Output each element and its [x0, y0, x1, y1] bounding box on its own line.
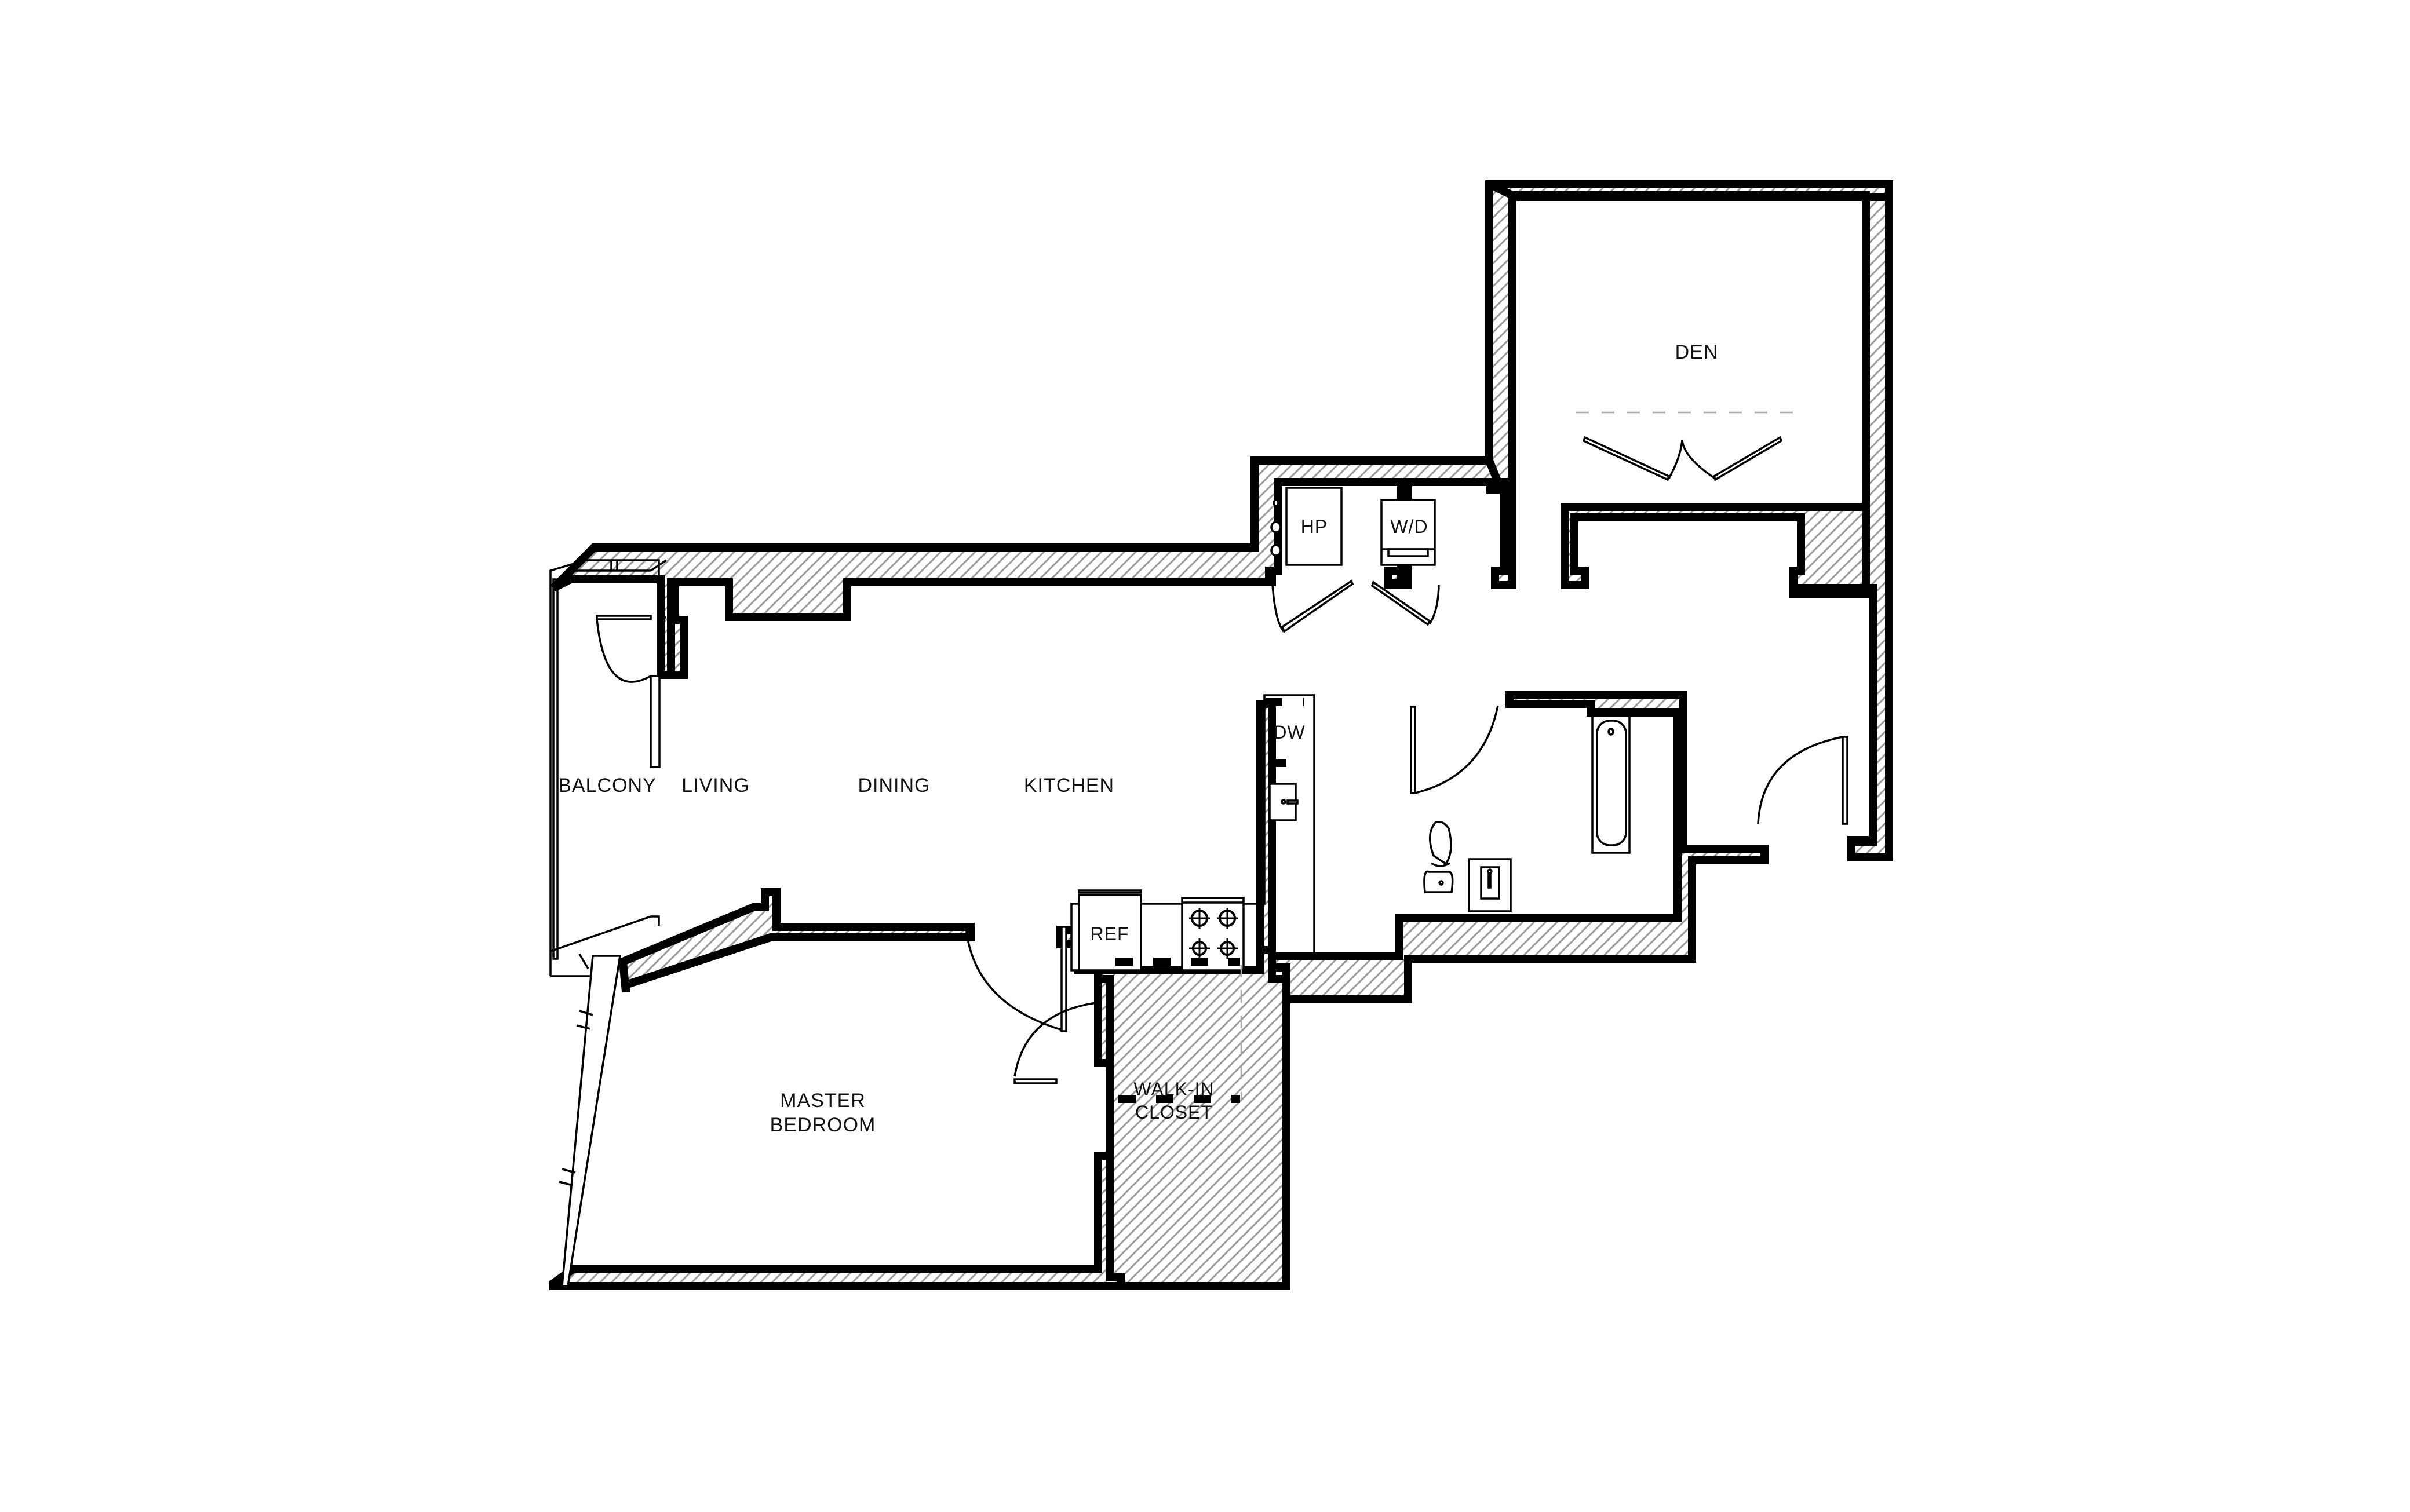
heat-pump-unit [1285, 487, 1343, 566]
bedroom-door-panel[interactable] [1060, 926, 1067, 1032]
pipe-icon [1273, 499, 1279, 507]
washer-dryer-tray [1387, 548, 1429, 557]
bathroom-door-swing [1414, 705, 1499, 794]
room-label-walk-in-1: WALK-IN [1133, 1079, 1214, 1100]
bedroom-window-mullion [562, 1168, 576, 1174]
toilet [1423, 821, 1454, 893]
dishwasher: DW [1265, 698, 1305, 767]
den-closet-door-left[interactable] [1582, 436, 1671, 481]
bathroom-door-panel[interactable] [1410, 706, 1416, 794]
washer-dryer: W/D [1370, 499, 1440, 626]
utility-closets: HP W/D [1270, 487, 1440, 633]
wall-den-west [1485, 180, 1516, 589]
balcony-corner-ne [650, 559, 667, 572]
wd-door-swing [1428, 585, 1440, 624]
hp-door-swing [1271, 583, 1285, 633]
dishwasher-label: DW [1273, 722, 1305, 743]
master-bedroom: MASTER BEDROOM [559, 955, 876, 1287]
living-area: LIVING DINING KITCHEN [681, 775, 1114, 797]
burner-icon [1189, 908, 1210, 929]
bathroom [1410, 705, 1631, 912]
room-label-dining: DINING [858, 775, 931, 797]
refrigerator-side-panel [1070, 903, 1080, 972]
balcony-mullion-3 [578, 954, 589, 969]
pipe-icon [1270, 544, 1282, 557]
den-closet-door-swing [1668, 440, 1716, 480]
kitchen-faucet-icon [1286, 799, 1299, 805]
entry-door-panel[interactable] [1842, 736, 1848, 825]
pipe-icon [1270, 521, 1282, 534]
wall-den-closet [1561, 503, 1870, 592]
heat-pump-label: HP [1301, 516, 1328, 537]
wall-bath-north [1256, 691, 1769, 1003]
bedroom-window-mullion [576, 1024, 590, 1030]
balcony-window-east [650, 675, 661, 768]
tub-drain-icon [1607, 728, 1614, 736]
balcony: BALCONY [549, 559, 667, 977]
room-label-balcony: BALCONY [558, 775, 657, 797]
wall-bedroom-south [549, 1152, 1125, 1290]
walk-in-closet: WALK-IN CLOSET [1013, 958, 1242, 1123]
wd-door-panel[interactable] [1370, 580, 1431, 626]
bedroom-door [965, 926, 1067, 1032]
wall-den-north [1487, 180, 1893, 201]
entry-door-swing [1757, 736, 1843, 824]
room-label-den: DEN [1675, 341, 1719, 363]
room-label-walk-in-2: CLOSET [1135, 1102, 1213, 1123]
den: DEN [1576, 341, 1793, 481]
hp-door-panel[interactable] [1281, 579, 1354, 633]
heat-pump: HP [1270, 487, 1354, 633]
room-label-master-1: MASTER [780, 1090, 866, 1112]
bedroom-door-swing [965, 926, 1067, 1032]
refrigerator-door [1078, 889, 1142, 894]
kitchen-sink [1268, 783, 1299, 821]
closet-door-swing [1013, 1001, 1102, 1077]
room-label-living: LIVING [681, 775, 749, 797]
balcony-door-panel[interactable] [596, 615, 652, 620]
toilet-tank [1429, 821, 1452, 865]
kitchen-sink-drain-icon [1281, 799, 1286, 805]
bathroom-vanity [1468, 858, 1512, 912]
burner-icon [1217, 908, 1238, 929]
toilet-bowl [1423, 870, 1454, 893]
burner-icon [1217, 938, 1238, 959]
wall-bedroom-north [618, 888, 975, 992]
burner-icon [1189, 938, 1210, 959]
entry-door [1757, 736, 1848, 825]
wall-north-living-band [550, 456, 1502, 679]
toilet-drain-icon [1438, 880, 1444, 886]
bedroom-window-mullion [559, 1181, 573, 1186]
vanity-faucet-icon [1487, 872, 1492, 889]
den-closet-door-right[interactable] [1712, 436, 1783, 481]
wall-closet-west [1094, 975, 1114, 1067]
room-label-master-2: BEDROOM [770, 1114, 876, 1136]
balcony-rail-west [552, 578, 559, 960]
refrigerator-label: REF [1091, 923, 1129, 944]
toilet-seat-edge [1431, 862, 1450, 867]
bathtub-frame [1591, 713, 1631, 854]
room-label-kitchen: KITCHEN [1024, 775, 1114, 797]
balcony-south-frame [550, 915, 660, 952]
closet-door-panel[interactable] [1013, 1078, 1058, 1084]
balcony-door-swing [596, 619, 651, 683]
bedroom-window-west [561, 955, 622, 1287]
kitchen-counters: DW REF [1070, 694, 1315, 972]
washer-dryer-label: W/D [1390, 516, 1428, 537]
bedroom-window-mullion [579, 1010, 593, 1016]
balcony-outline [549, 559, 666, 976]
bathtub [1596, 720, 1627, 846]
